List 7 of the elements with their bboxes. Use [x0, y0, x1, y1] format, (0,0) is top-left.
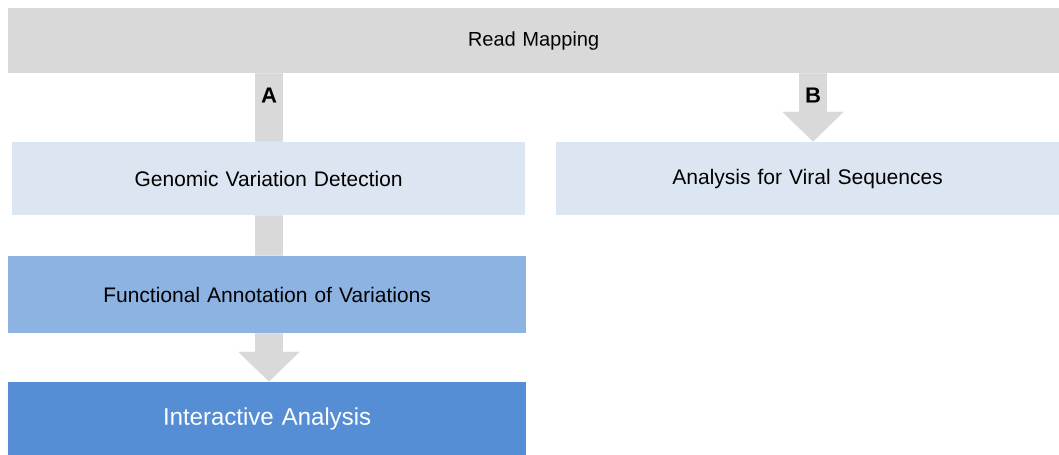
process-box: Interactive Analysis [8, 382, 526, 455]
edge-label: B [804, 86, 822, 104]
process-box: Read Mapping [8, 8, 1059, 73]
process-box: Analysis for Viral Sequences [556, 142, 1059, 215]
process-box: Functional Annotation of Variations [8, 256, 526, 333]
edge-label: A [260, 86, 278, 104]
process-box: Genomic Variation Detection [12, 142, 525, 215]
